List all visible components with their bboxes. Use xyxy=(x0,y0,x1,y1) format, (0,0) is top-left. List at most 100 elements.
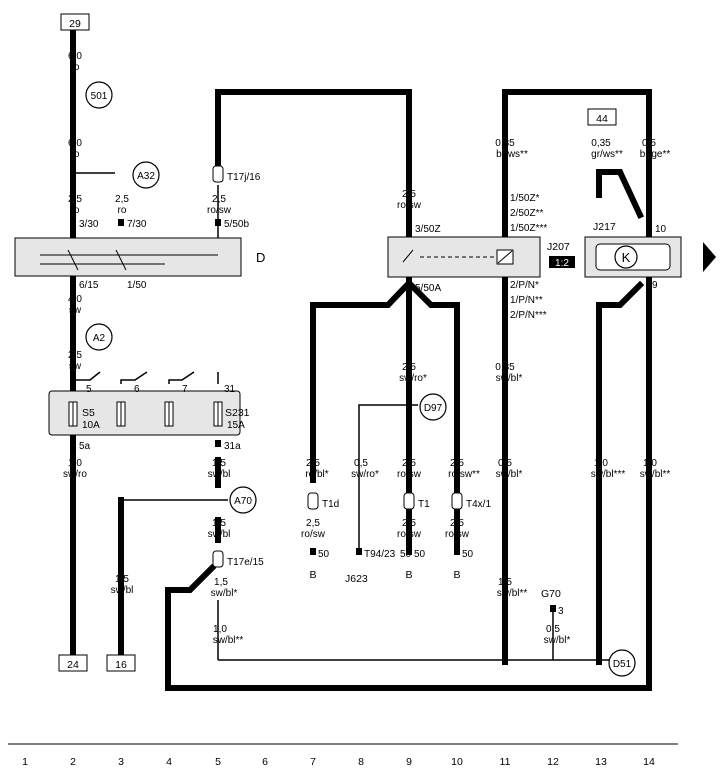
pin-label: 6/15 xyxy=(79,280,99,291)
pin-label: 1/50Z*** xyxy=(510,223,547,234)
wire-label: 6,0 xyxy=(68,51,82,62)
connector-glyphs xyxy=(212,165,463,568)
pin-label: 10 xyxy=(655,224,667,235)
circle-k-label: K xyxy=(622,250,631,265)
wire-label: 1,0 xyxy=(213,624,227,635)
pin-label: 50 xyxy=(400,549,412,560)
wire-label: 1,5 xyxy=(214,577,228,588)
wire-label: 2,5 xyxy=(450,518,464,529)
pin-label: 1/50Z* xyxy=(510,193,540,204)
pin-label: 2/50Z** xyxy=(510,208,543,219)
terminal-16-label: 16 xyxy=(115,659,127,671)
wire-label: 2,5 xyxy=(68,194,82,205)
wire-label: 1,5 xyxy=(212,518,226,529)
component-j207-tag: 1:2 xyxy=(555,258,569,269)
terminal-box-29: 29 xyxy=(60,13,90,31)
pin-label: 50 xyxy=(414,549,426,560)
wire-label: 0,5 xyxy=(546,624,560,635)
wire-loop-left xyxy=(215,89,412,240)
pin-label: 3/50Z xyxy=(415,224,441,235)
wire-label: 6,0 xyxy=(68,138,82,149)
wire-bottom-loop xyxy=(165,274,652,691)
axis-number: 5 xyxy=(215,756,221,768)
wire-label: sw xyxy=(69,305,82,316)
fuse-s231-label: S231 xyxy=(225,407,250,419)
pin-markers xyxy=(70,219,556,612)
pin-label: 2/P/N* xyxy=(510,280,539,291)
wire-label: ro/sw xyxy=(445,529,470,540)
pin-label: 1/P/N** xyxy=(510,295,543,306)
component-j207 xyxy=(387,236,541,278)
connector-label: T1d xyxy=(322,499,339,510)
wire-label: sw/bl** xyxy=(213,635,244,646)
axis-number: 4 xyxy=(166,756,172,768)
pin-label: 5a xyxy=(79,441,91,452)
pin-label: 7 xyxy=(182,384,188,395)
ground-b-2: B xyxy=(405,569,412,581)
wire-labels: 6,0 ro 6,0 ro 2,5 ro 2,5 ro 4,0 sw 2,5 s… xyxy=(63,51,670,646)
terminal-box-16: 16 xyxy=(106,654,136,672)
wire-label: 2,5 xyxy=(212,194,226,205)
wire-label: 1,5 xyxy=(498,577,512,588)
wire-label: 0,5 xyxy=(354,458,368,469)
wire-label: sw/ro* xyxy=(399,373,427,384)
axis-number: 8 xyxy=(358,756,364,768)
wire-fuse-6 xyxy=(120,371,148,384)
wire-label: ro/sw xyxy=(397,469,422,480)
ground-b-1: B xyxy=(309,569,316,581)
wire-label: ro/sw xyxy=(397,200,422,211)
axis-number: 12 xyxy=(547,756,559,768)
wire-label: 2,5 xyxy=(402,518,416,529)
wire-label: 2,5 xyxy=(306,518,320,529)
axis-number: 11 xyxy=(500,756,511,768)
wire-label: 1,0 xyxy=(594,458,608,469)
wire-label: 1,5 xyxy=(115,574,129,585)
circle-d97-label: D97 xyxy=(424,403,443,414)
axis-number: 9 xyxy=(406,756,412,768)
component-d-label: D xyxy=(256,250,265,265)
terminal-24-label: 24 xyxy=(67,659,79,671)
component-d xyxy=(14,237,242,277)
pin-label: 1/50 xyxy=(127,280,147,291)
fuse-s5-amp: 10A xyxy=(82,420,100,431)
circle-a2-label: A2 xyxy=(93,333,106,344)
fuse-box xyxy=(48,390,241,436)
axis-number: 1 xyxy=(22,756,28,768)
axis-number: 2 xyxy=(70,756,76,768)
wire-label: sw/bl xyxy=(208,469,231,480)
connector-label: T17e/15 xyxy=(227,557,264,568)
terminal-44-label: 44 xyxy=(596,113,608,125)
pin-label: 5/50A xyxy=(415,283,441,294)
connector-label: T1 xyxy=(418,499,430,510)
wire-label: br/ws** xyxy=(496,149,528,160)
connector-labels: T17j/16 T17e/15 T1d T1 T4x/1 xyxy=(227,172,491,568)
wire-label: 2,5 xyxy=(450,458,464,469)
pin-label: 3/30 xyxy=(79,219,99,230)
wire-label: 2,5 xyxy=(115,194,129,205)
continuation-arrow-icon xyxy=(703,242,716,272)
wire-label: 2,5 xyxy=(68,350,82,361)
wire-label: sw/ro* xyxy=(351,469,379,480)
component-g70-label: G70 xyxy=(541,588,561,600)
wire-fuse-7 xyxy=(168,371,195,384)
pin-label: 2/P/N*** xyxy=(510,310,547,321)
wire-label: sw/bl* xyxy=(544,635,571,646)
wire-label: sw/bl** xyxy=(497,588,528,599)
fuse-s231-amp: 15A xyxy=(227,420,245,431)
pin-label: 50 xyxy=(462,549,474,560)
wire-label: 2,5 xyxy=(306,458,320,469)
wire-label: 2,5 xyxy=(402,458,416,469)
wire-label: 0,35 xyxy=(591,138,611,149)
wire-label: sw xyxy=(69,361,82,372)
wire-label: ro xyxy=(71,149,80,160)
wire-label: sw/bl** xyxy=(640,469,671,480)
axis-number: 7 xyxy=(310,756,316,768)
connector-label: T17j/16 xyxy=(227,172,261,183)
pin-label: 31a xyxy=(224,441,241,452)
wire-label: ro xyxy=(71,205,80,216)
wire-label: 0,35 xyxy=(495,138,515,149)
wire-col13-up xyxy=(596,169,644,219)
pin-label: 5/50b xyxy=(224,219,249,230)
